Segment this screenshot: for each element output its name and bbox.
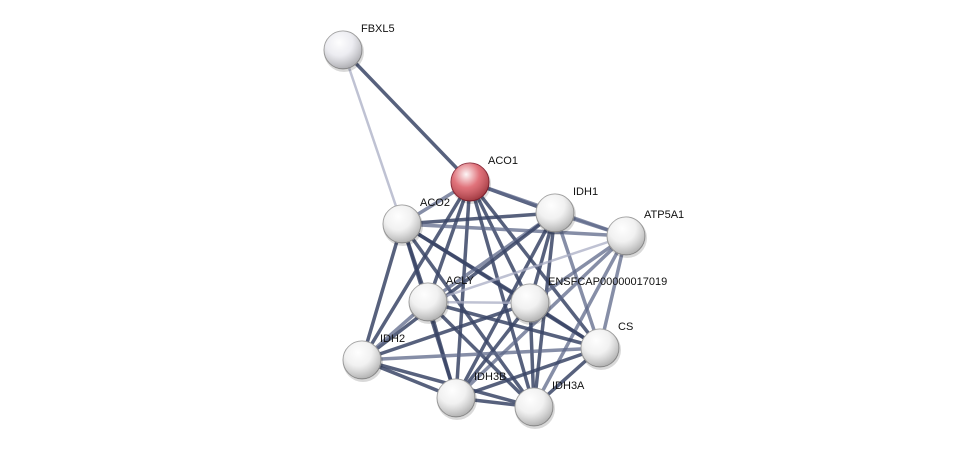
node-ENSFCAP[interactable]: ENSFCAP00000017019 bbox=[510, 276, 667, 325]
node-IDH3A[interactable]: IDH3A bbox=[514, 380, 585, 429]
node-gloss bbox=[536, 194, 574, 232]
node-gloss bbox=[343, 341, 381, 379]
node-label: IDH1 bbox=[573, 186, 598, 198]
node-FBXL5[interactable]: FBXL5 bbox=[323, 23, 395, 72]
edge-ACO1-ACLY[interactable] bbox=[426, 181, 472, 303]
edge-FBXL5-ACO1[interactable] bbox=[341, 48, 472, 184]
edge-ACO2-IDH3A[interactable] bbox=[400, 222, 536, 409]
node-label: ENSFCAP00000017019 bbox=[548, 276, 667, 288]
node-ACO1[interactable]: ACO1 bbox=[450, 155, 518, 204]
node-label: FBXL5 bbox=[361, 23, 395, 35]
node-IDH1[interactable]: IDH1 bbox=[535, 186, 598, 235]
edge-ACO1-CS[interactable] bbox=[468, 180, 602, 350]
edge-FBXL5-ACO2[interactable] bbox=[341, 49, 404, 225]
edge-ENSFCAP-IDH2[interactable] bbox=[361, 301, 531, 362]
node-gloss bbox=[451, 163, 489, 201]
edge-ACO2-IDH1[interactable] bbox=[401, 211, 556, 226]
node-ACLY[interactable]: ACLY bbox=[408, 275, 475, 324]
node-ACO2[interactable]: ACO2 bbox=[382, 197, 450, 246]
edge-CS-IDH3B[interactable] bbox=[455, 346, 601, 400]
edge-ACO1-ENSFCAP[interactable] bbox=[468, 181, 532, 304]
edge-CS-IDH2[interactable] bbox=[361, 346, 601, 362]
node-label: ACO2 bbox=[420, 197, 450, 209]
node-IDH2[interactable]: IDH2 bbox=[342, 333, 405, 382]
node-label: ACLY bbox=[446, 275, 475, 287]
node-label: ATP5A1 bbox=[644, 209, 684, 221]
node-label: ACO1 bbox=[488, 155, 518, 167]
node-gloss bbox=[324, 31, 362, 69]
node-gloss bbox=[607, 217, 645, 255]
node-gloss bbox=[515, 388, 553, 426]
node-label: CS bbox=[618, 321, 633, 333]
node-gloss bbox=[383, 205, 421, 243]
node-label: IDH3B bbox=[474, 371, 506, 383]
node-IDH3B[interactable]: IDH3B bbox=[436, 371, 506, 420]
edge-IDH1-IDH3B[interactable] bbox=[454, 212, 557, 399]
node-ATP5A1[interactable]: ATP5A1 bbox=[606, 209, 684, 258]
node-gloss bbox=[409, 283, 447, 321]
edge-ENSFCAP-IDH3B[interactable] bbox=[454, 301, 532, 400]
node-label: IDH2 bbox=[380, 333, 405, 345]
node-gloss bbox=[437, 379, 475, 417]
node-gloss bbox=[581, 329, 619, 367]
edge-ACO2-ATP5A1[interactable] bbox=[401, 222, 627, 238]
node-CS[interactable]: CS bbox=[580, 321, 633, 370]
edge-ATP5A1-ACLY[interactable] bbox=[427, 234, 627, 304]
edge-IDH1-IDH2[interactable] bbox=[360, 211, 557, 362]
edge-ATP5A1-ENSFCAP[interactable] bbox=[528, 234, 628, 305]
node-label: IDH3A bbox=[552, 380, 585, 392]
edge-ATP5A1-IDH3A[interactable] bbox=[532, 235, 628, 408]
node-gloss bbox=[511, 284, 549, 322]
edge-ACO2-IDH2[interactable] bbox=[360, 223, 404, 361]
